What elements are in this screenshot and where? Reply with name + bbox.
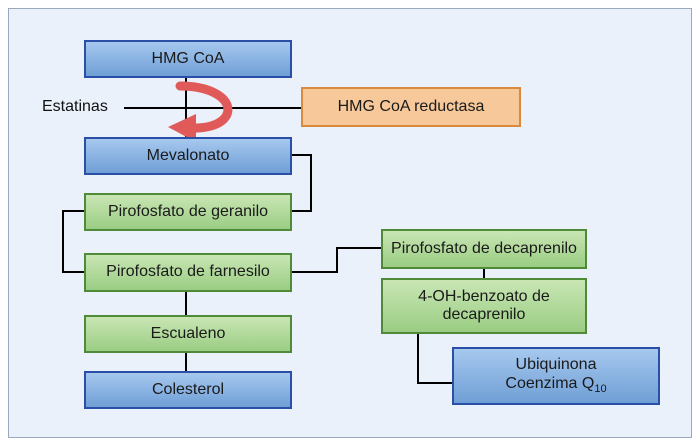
inhibition-arrow-icon xyxy=(175,81,233,133)
ubiquinona-line-2: Coenzima Q10 xyxy=(505,375,606,396)
pirofosfato-decaprenilo-node: Pirofosfato de decaprenilo xyxy=(381,229,587,269)
coenzima-q-subscript: 10 xyxy=(594,382,607,395)
hmg-coa-node: HMG CoA xyxy=(84,40,292,78)
benzoato-line-2: decaprenilo xyxy=(442,306,526,323)
coenzima-q-text: Coenzima Q xyxy=(505,374,595,392)
colesterol-node: Colesterol xyxy=(84,371,292,409)
pirofosfato-farnesilo-node: Pirofosfato de farnesilo xyxy=(84,253,292,292)
estatinas-label: Estatinas xyxy=(42,98,108,115)
escualeno-node: Escualeno xyxy=(84,315,292,353)
ubiquinona-node: Ubiquinona Coenzima Q10 xyxy=(452,347,660,405)
farnesilo-to-decaprenilo-connector xyxy=(292,247,381,273)
inhibition-arrowhead-icon xyxy=(168,114,196,142)
mevalonato-node: Mevalonato xyxy=(84,137,292,175)
hmg-coa-reductasa-node: HMG CoA reductasa xyxy=(301,87,521,127)
mevalonato-to-geranilo-connector xyxy=(292,154,312,212)
benzoato-decaprenilo-node: 4-OH-benzoato de decaprenilo xyxy=(381,278,587,334)
benzoato-to-ubiquinona-connector xyxy=(417,334,452,384)
pirofosfato-geranilo-node: Pirofosfato de geranilo xyxy=(84,193,292,231)
geranilo-to-farnesilo-connector xyxy=(62,210,84,273)
benzoato-line-1: 4-OH-benzoato de xyxy=(418,287,550,305)
ubiquinona-line-1: Ubiquinona xyxy=(515,356,597,374)
